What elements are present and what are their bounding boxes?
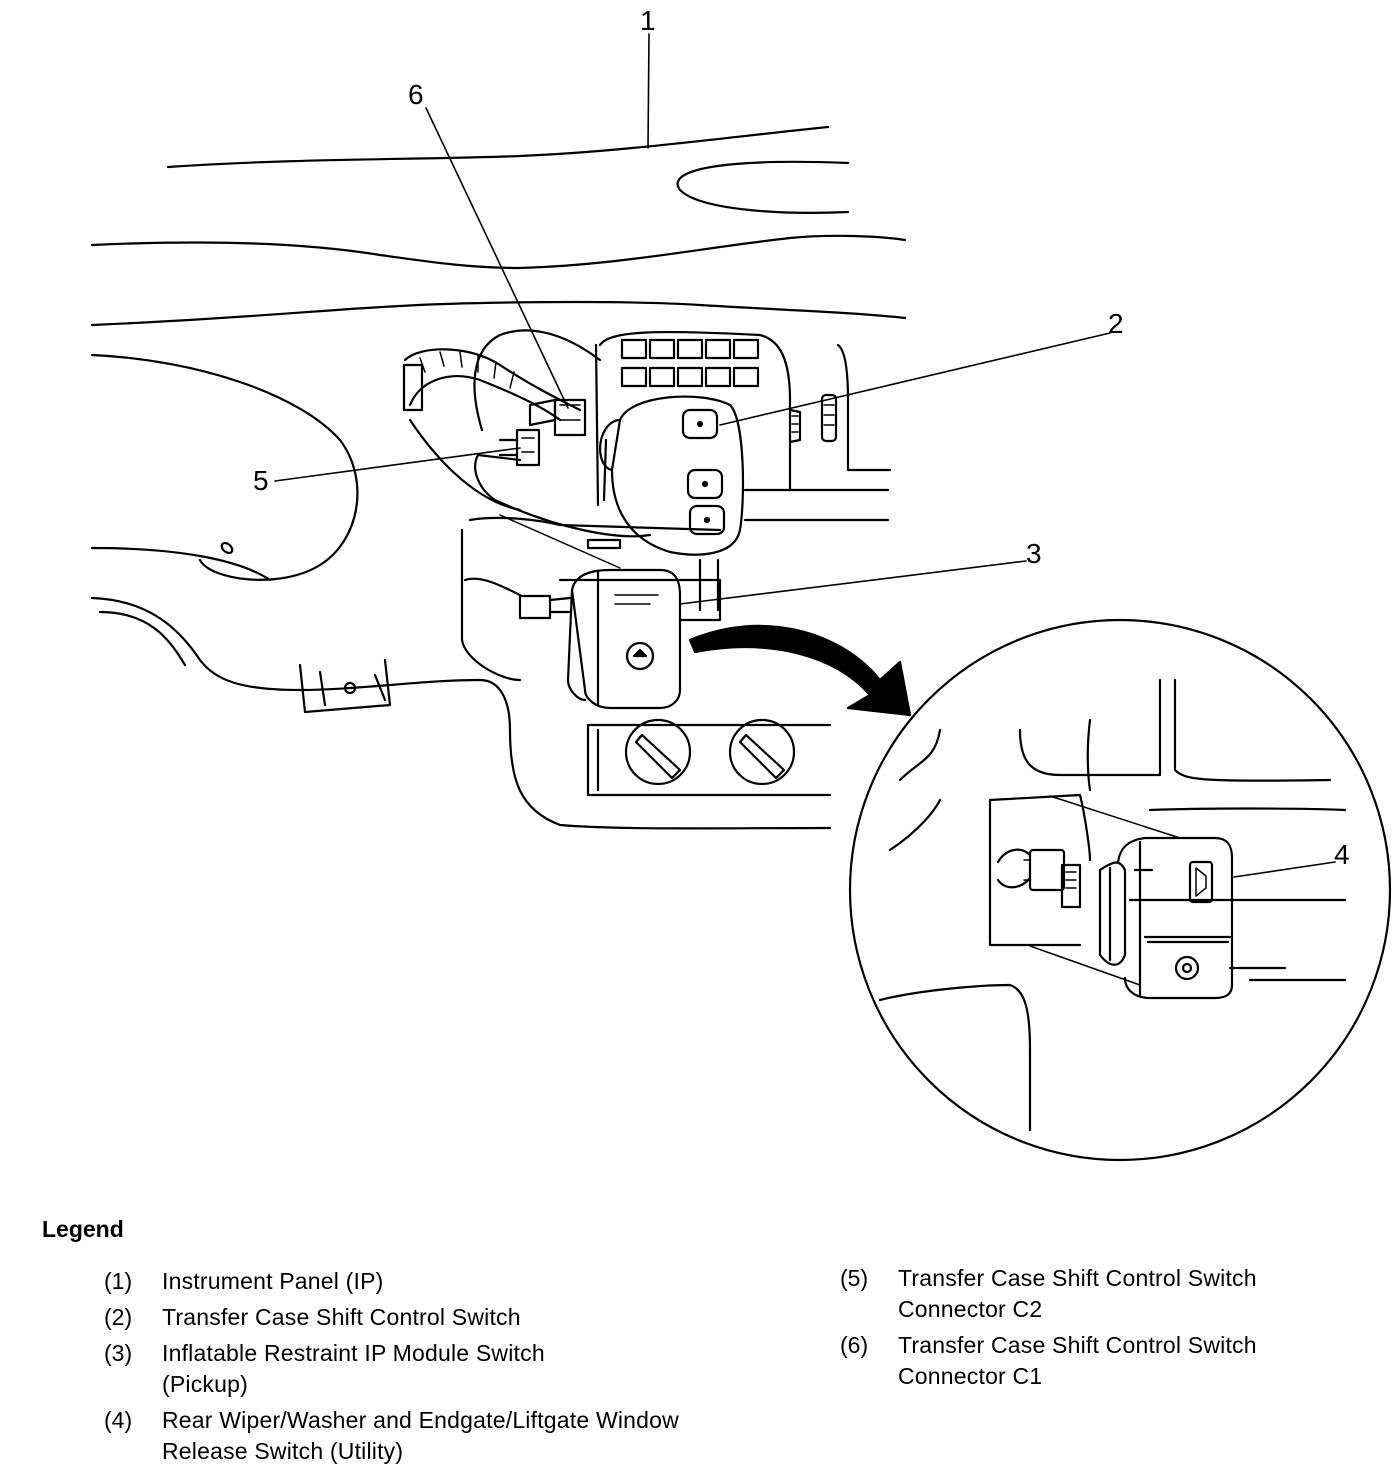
- legend-item: (5) Transfer Case Shift Control Switch C…: [840, 1263, 1360, 1325]
- callout-3: 3: [1026, 538, 1042, 569]
- connector-c2: [498, 428, 541, 467]
- transfer-case-switch: [598, 395, 745, 556]
- callout-4: 4: [1334, 839, 1350, 870]
- detail-arrow: [688, 624, 912, 717]
- legend-item: (1) Instrument Panel (IP): [104, 1266, 704, 1297]
- legend-number: (3): [104, 1340, 133, 1366]
- instrument-panel-outline: [90, 125, 907, 830]
- connector-c1: [528, 398, 587, 437]
- legend-text: Rear Wiper/Washer and Endgate/Liftgate W…: [162, 1407, 679, 1464]
- legend-text: Instrument Panel (IP): [162, 1268, 384, 1294]
- lower-bezel: [460, 514, 722, 682]
- legend-text: Transfer Case Shift Control Switch Conne…: [898, 1265, 1257, 1322]
- center-stack: [594, 330, 892, 522]
- legend-item: (4) Rear Wiper/Washer and Endgate/Liftga…: [104, 1405, 704, 1467]
- legend-number: (5): [840, 1265, 869, 1291]
- airbag-switch: [566, 568, 682, 710]
- legend-item: (6) Transfer Case Shift Control Switch C…: [840, 1330, 1360, 1392]
- legend-item: (2) Transfer Case Shift Control Switch: [104, 1302, 704, 1333]
- legend-text: Inflatable Restraint IP Module Switch (P…: [162, 1340, 545, 1397]
- detail-view: [848, 618, 1392, 1162]
- instrument-panel-diagram: 1 2 3 4 5 6: [90, 5, 1392, 1162]
- callout-5: 5: [253, 465, 269, 496]
- wiring-harness: [402, 329, 652, 538]
- legend-text: Transfer Case Shift Control Switch Conne…: [898, 1332, 1257, 1389]
- legend-title: Legend: [42, 1216, 124, 1242]
- legend-column-right: (5) Transfer Case Shift Control Switch C…: [840, 1263, 1360, 1397]
- legend-item: (3) Inflatable Restraint IP Module Switc…: [104, 1338, 704, 1400]
- leader-lines: [274, 33, 1336, 878]
- climate-controls: [586, 718, 832, 797]
- legend-number: (1): [104, 1268, 133, 1294]
- legend-number: (2): [104, 1304, 133, 1330]
- callout-6: 6: [408, 79, 424, 110]
- legend-column-left: (1) Instrument Panel (IP) (2) Transfer C…: [104, 1266, 704, 1472]
- callout-2: 2: [1108, 308, 1124, 339]
- legend-number: (4): [104, 1407, 133, 1433]
- legend-text: Transfer Case Shift Control Switch: [162, 1304, 521, 1330]
- legend-number: (6): [840, 1332, 869, 1358]
- callout-1: 1: [640, 5, 656, 36]
